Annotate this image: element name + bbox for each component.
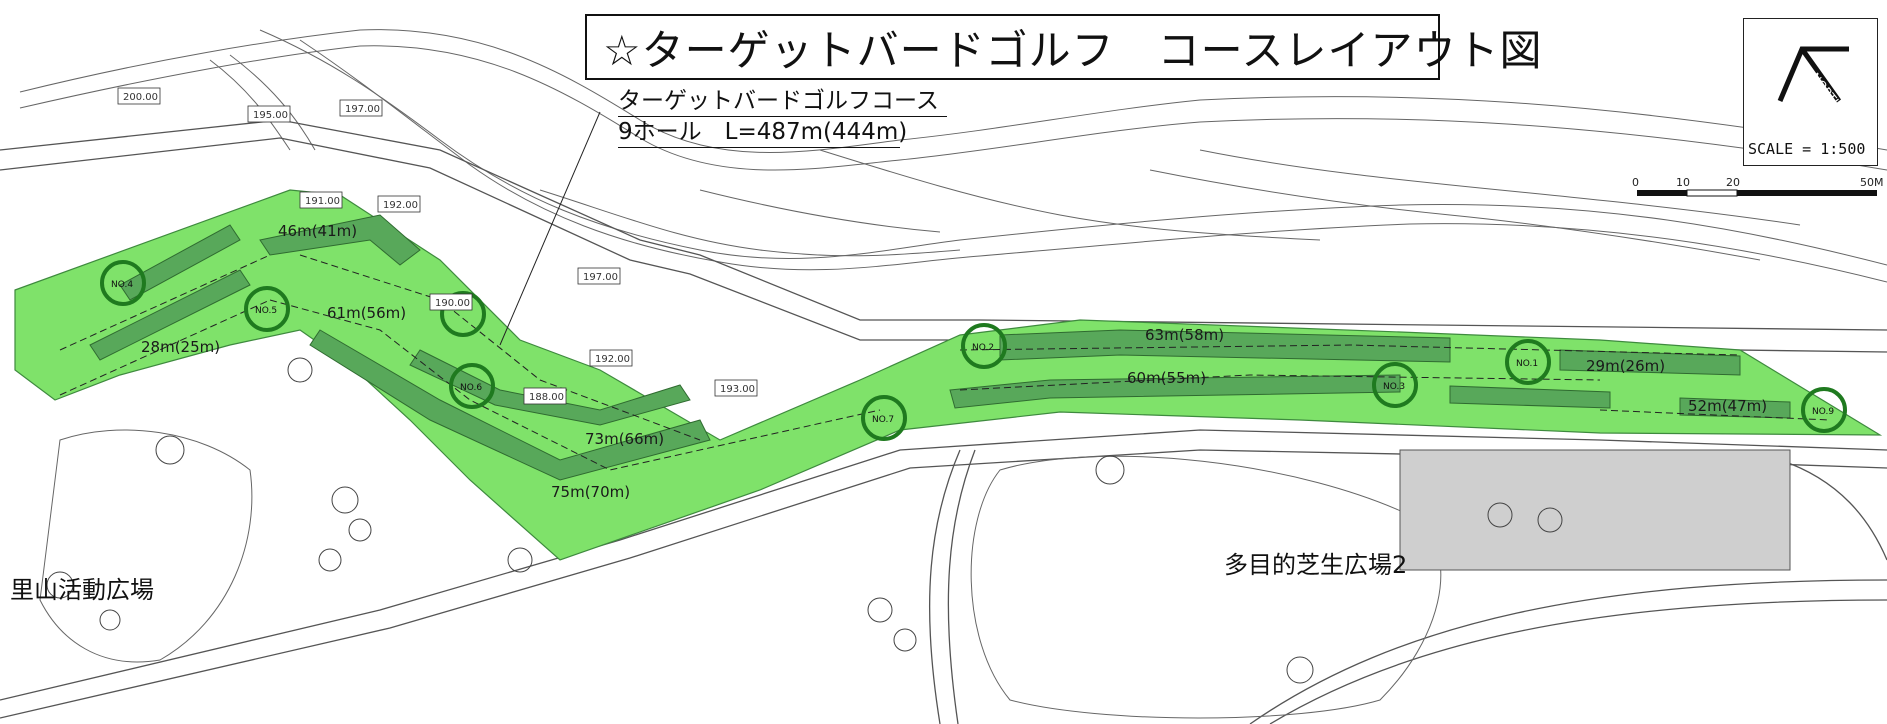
elevation-box-6: 197.00 bbox=[577, 267, 621, 285]
elevation-box-10: 188.00 bbox=[523, 387, 567, 405]
hole-ring-1 bbox=[1505, 339, 1551, 385]
tee-strips bbox=[89, 214, 1791, 481]
elevation-box-3: 197.00 bbox=[339, 99, 383, 117]
hole-ring-4 bbox=[100, 260, 146, 306]
distance-label-75: 75m(70m) bbox=[551, 483, 630, 501]
elevation-box-2: 195.00 bbox=[247, 105, 291, 123]
elevation-box-5: 192.00 bbox=[377, 195, 421, 213]
hole-label-6: NO.6 bbox=[460, 383, 482, 393]
distance-label-52: 52m(47m) bbox=[1688, 397, 1767, 415]
svg-text:193.00: 193.00 bbox=[720, 384, 755, 395]
hole-labels: NO.4 NO.5 NO.6 NO.7 NO.2 NO.3 NO.1 NO.9 bbox=[111, 280, 1834, 425]
map-title-box: ☆ターゲットバードゴルフ コースレイアウト図 bbox=[585, 14, 1542, 80]
hole-rings bbox=[100, 260, 1847, 441]
scale-tick-20: 20 bbox=[1726, 176, 1740, 189]
distance-label-46: 46m(41m) bbox=[278, 222, 357, 240]
scale-tick-0: 0 bbox=[1632, 176, 1639, 189]
leader-line bbox=[499, 111, 601, 346]
hole-label-7: NO.7 bbox=[872, 415, 894, 425]
hole-label-4: NO.4 bbox=[111, 280, 133, 290]
hole-label-5: NO.5 bbox=[255, 306, 277, 316]
svg-text:188.00: 188.00 bbox=[529, 392, 564, 403]
course-name: ターゲットバードゴルフコース bbox=[618, 86, 947, 117]
place-label-satoyama: 里山活動広場 bbox=[10, 576, 154, 604]
elevation-box-4: 191.00 bbox=[299, 191, 343, 209]
svg-text:192.00: 192.00 bbox=[595, 354, 630, 365]
svg-text:200.00: 200.00 bbox=[123, 92, 158, 103]
contour-lines bbox=[19, 29, 1887, 283]
elevation-labels: 200.00 195.00 197.00 191.00 192.00 197.0… bbox=[117, 87, 758, 405]
svg-text:195.00: 195.00 bbox=[253, 110, 288, 121]
scale-tick-10: 10 bbox=[1676, 176, 1690, 189]
hole-ring-3 bbox=[1372, 362, 1418, 408]
elevation-box-8: 192.00 bbox=[589, 349, 633, 367]
hole-ring-2 bbox=[961, 323, 1007, 369]
course-holes-length: 9ホール L=487m(444m) bbox=[618, 117, 907, 148]
hole-label-3: NO.3 bbox=[1383, 382, 1405, 392]
elevation-box-9: 193.00 bbox=[714, 379, 758, 397]
hole-label-1: NO.1 bbox=[1516, 359, 1538, 369]
hole-ring-5 bbox=[244, 286, 290, 332]
distance-label-60: 60m(55m) bbox=[1127, 369, 1206, 387]
svg-text:191.00: 191.00 bbox=[305, 196, 340, 207]
distance-label-29: 29m(26m) bbox=[1586, 357, 1665, 375]
map-title: ☆ターゲットバードゴルフ コースレイアウト図 bbox=[603, 25, 1543, 75]
hole-label-9: NO.9 bbox=[1812, 407, 1834, 417]
north-arrow-box: NORTH bbox=[1743, 18, 1878, 166]
hole-ring-9 bbox=[1801, 387, 1847, 433]
elevation-box-7: 190.00 bbox=[429, 293, 473, 311]
course-info: ターゲットバードゴルフコース 9ホール L=487m(444m) bbox=[618, 86, 947, 148]
distance-labels: 46m(41m) 28m(25m) 61m(56m) 73m(66m) 75m(… bbox=[141, 222, 1767, 501]
plaza-outlines bbox=[39, 429, 1442, 719]
trees bbox=[46, 357, 1563, 684]
scale-label: SCALE = 1:500 bbox=[1748, 140, 1866, 158]
scale-bar: 0 10 20 50M bbox=[1632, 176, 1884, 197]
play-lines bbox=[59, 254, 1831, 471]
svg-text:192.00: 192.00 bbox=[383, 200, 418, 211]
place-label-shibafu: 多目的芝生広場2 bbox=[1224, 551, 1408, 579]
svg-text:197.00: 197.00 bbox=[345, 104, 380, 115]
north-arrow-icon: NORTH bbox=[1777, 46, 1849, 112]
distance-label-61: 61m(56m) bbox=[327, 304, 406, 322]
hole-ring-7-upper bbox=[440, 291, 486, 337]
svg-text:197.00: 197.00 bbox=[583, 272, 618, 283]
hole-ring-6 bbox=[449, 363, 495, 409]
course-area bbox=[14, 189, 1883, 561]
paved-area bbox=[1399, 449, 1791, 571]
scale-tick-50: 50M bbox=[1860, 176, 1884, 189]
distance-label-28: 28m(25m) bbox=[141, 338, 220, 356]
svg-text:190.00: 190.00 bbox=[435, 298, 470, 309]
distance-label-63: 63m(58m) bbox=[1145, 326, 1224, 344]
hole-ring-7 bbox=[861, 395, 907, 441]
distance-label-73: 73m(66m) bbox=[585, 430, 664, 448]
north-label: NORTH bbox=[1808, 70, 1845, 112]
elevation-box-1: 200.00 bbox=[117, 87, 161, 105]
hole-label-2: NO.2 bbox=[972, 343, 994, 353]
